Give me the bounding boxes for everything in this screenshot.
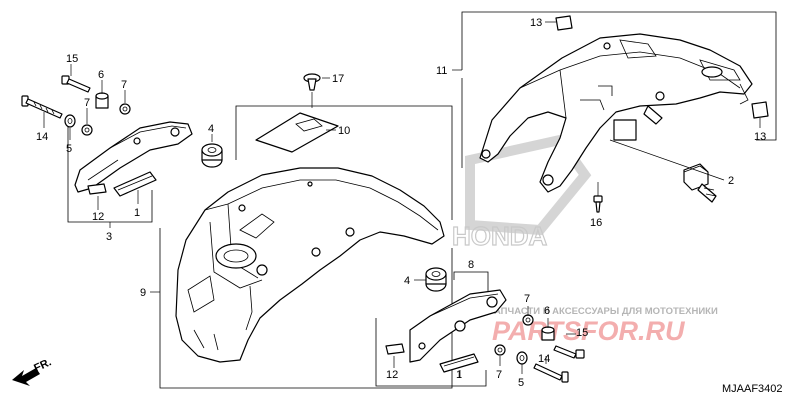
- front-direction-indicator: FR.: [12, 356, 53, 386]
- rubber-12-right: [385, 343, 405, 355]
- callout-7-right-top: 7: [524, 293, 530, 305]
- callout-3: 3: [106, 231, 112, 243]
- leader-lines: [43, 21, 761, 378]
- washer-7-right-a: [522, 314, 534, 326]
- bolt-14-left: [21, 95, 63, 119]
- screw-16: [593, 195, 603, 213]
- front-arrow-icon: [12, 368, 40, 386]
- rubber-12-left: [87, 183, 107, 195]
- callout-1-left: 1: [134, 207, 140, 219]
- bolt-15-left: [61, 75, 91, 93]
- callout-14-left: 14: [36, 131, 48, 143]
- group-box-11: [461, 11, 777, 141]
- callout-8: 8: [468, 259, 474, 271]
- callout-13-top: 13: [530, 17, 542, 29]
- callout-4-right: 4: [404, 275, 410, 287]
- collar-6-left: [95, 92, 109, 109]
- group-box-9: [235, 105, 453, 220]
- rear-fender: [175, 167, 445, 363]
- collar-6-right: [541, 326, 555, 341]
- shop-watermark-logo: PARTSFOR.RU: [492, 316, 686, 346]
- callout-7-left-top: 7: [121, 79, 127, 91]
- callout-5-left: 5: [66, 143, 72, 155]
- front-direction-label: FR.: [32, 356, 53, 374]
- washer-7-right-b: [494, 344, 506, 356]
- callouts: 15 6 7 7 14 5 4 12 1 3 17 10 9 4 8 11 13…: [36, 17, 766, 389]
- pad-10: [255, 112, 339, 153]
- callout-17: 17: [332, 73, 344, 85]
- washer-7-left-a: [81, 124, 93, 136]
- grommet-4-right: [425, 267, 447, 292]
- callout-2: 2: [728, 175, 734, 187]
- callout-10: 10: [338, 125, 350, 137]
- pad-13-right: [751, 101, 769, 119]
- washer-7-left-b: [119, 103, 131, 115]
- honda-watermark-text: HONDA: [452, 221, 548, 251]
- group-box-8: [453, 271, 489, 300]
- callout-12-right: 12: [386, 369, 398, 381]
- callout-7-left-mid: 7: [84, 97, 90, 109]
- callout-15-left: 15: [66, 53, 78, 65]
- callout-4-left: 4: [208, 123, 214, 135]
- callout-15-right: 15: [576, 327, 588, 339]
- callout-5-right: 5: [518, 377, 524, 389]
- callout-12-left: 12: [92, 211, 104, 223]
- washer-5-left: [64, 114, 76, 128]
- diagram-code: MJAAF3402: [722, 383, 783, 395]
- strip-1-left: [113, 171, 157, 197]
- honda-watermark: HONDA: [451, 134, 592, 252]
- rivet-17: [303, 73, 321, 91]
- callout-11: 11: [436, 65, 447, 77]
- washer-5-right: [516, 351, 528, 365]
- helmet-lock-2: [683, 163, 717, 203]
- pad-13-top: [555, 15, 573, 31]
- right-bracket: [409, 289, 507, 363]
- callout-9: 9: [140, 287, 146, 299]
- shop-watermark: ЗАПЧАСТИ И АКСЕССУАРЫ ДЛЯ МОТОТЕХНИКИ PA…: [488, 306, 718, 346]
- rear-frame: [479, 33, 753, 193]
- callout-16: 16: [590, 217, 602, 229]
- bolt-14-right: [533, 363, 569, 383]
- callout-7-right-bottom: 7: [496, 369, 502, 381]
- callout-14-right: 14: [538, 353, 550, 365]
- callout-1-right: 1: [456, 369, 462, 381]
- callout-6-right: 6: [544, 305, 550, 317]
- shop-watermark-text: ЗАПЧАСТИ И АКСЕССУАРЫ ДЛЯ МОТОТЕХНИКИ: [488, 306, 718, 317]
- grommet-4-left: [201, 143, 223, 168]
- callout-13-right: 13: [754, 131, 766, 143]
- bolt-15-right: [553, 345, 585, 359]
- callout-6-left: 6: [98, 69, 104, 81]
